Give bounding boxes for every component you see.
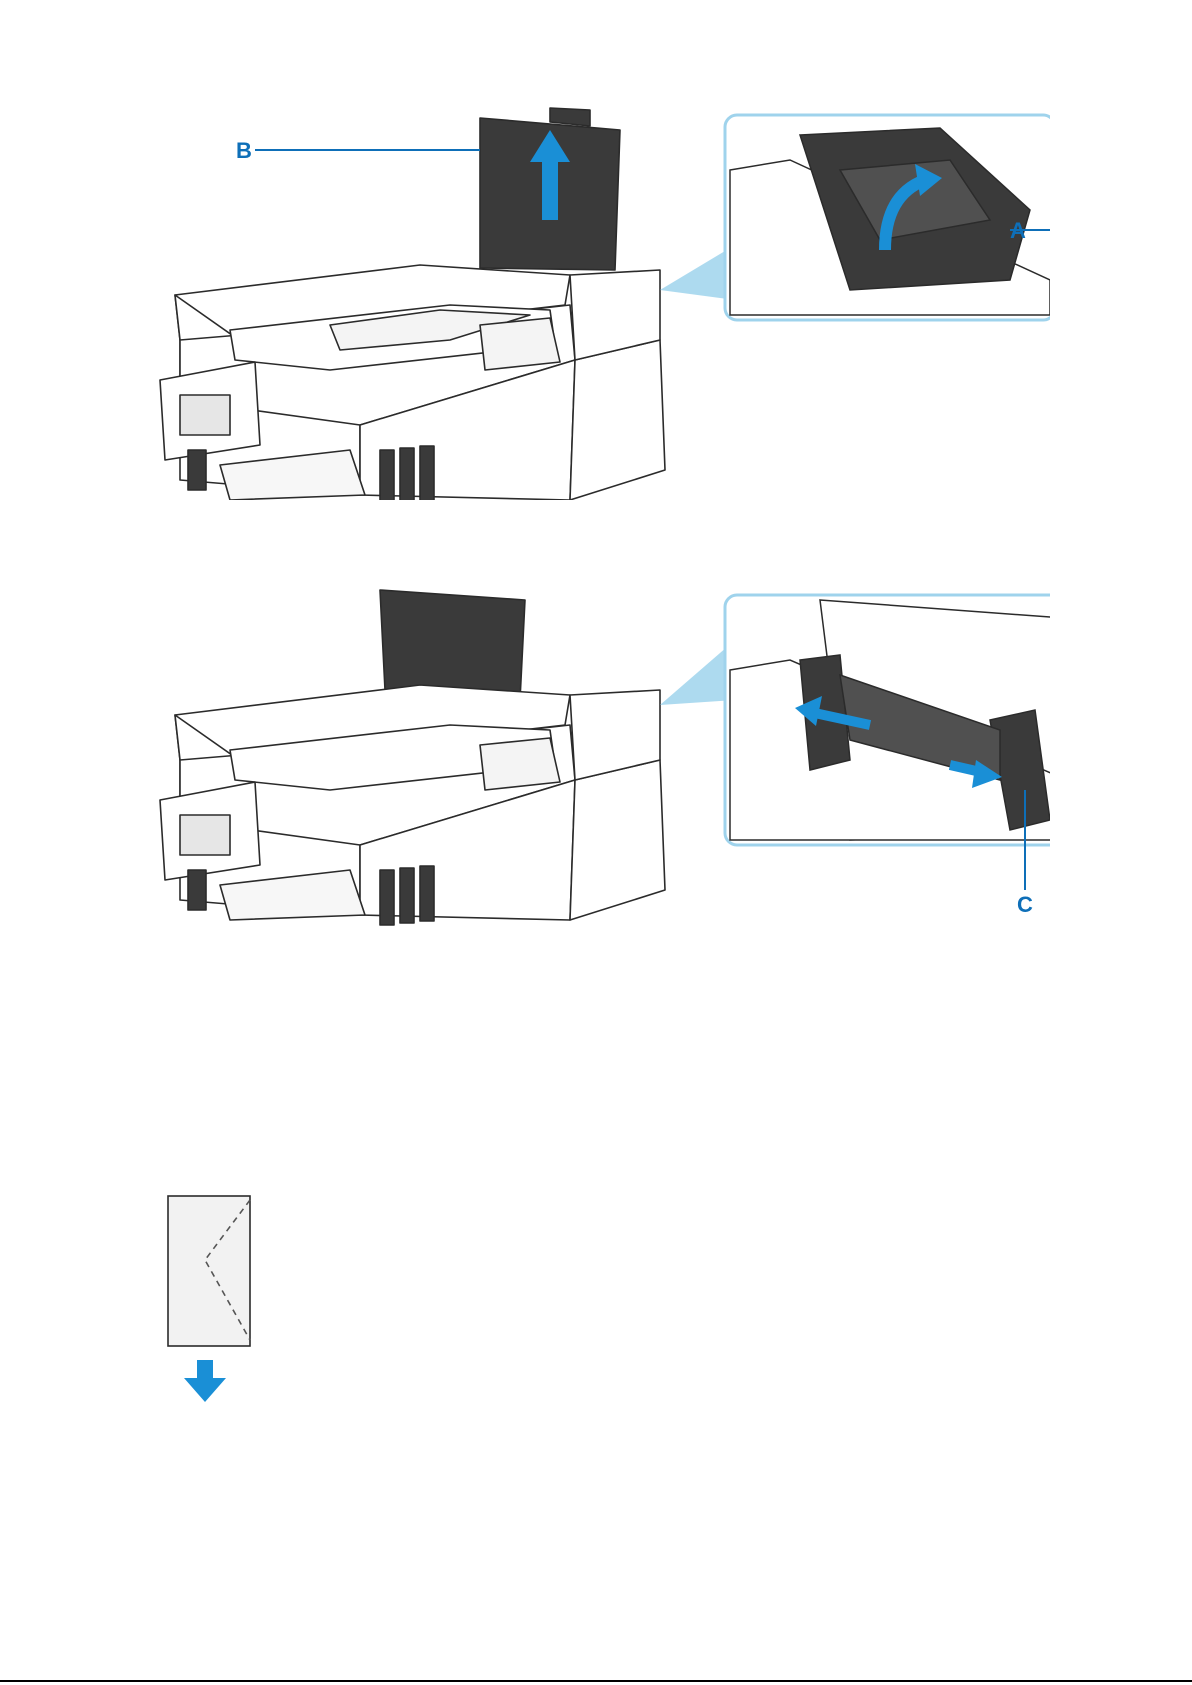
figure-slide-paper-guides [150,580,1050,1020]
page-bottom-rule [0,1680,1192,1682]
envelope-icon [168,1196,250,1346]
label-a: A [1010,220,1026,242]
printer-illustration-1 [150,100,1050,500]
label-c: C [1017,894,1033,916]
printer-illustration-2 [150,580,1050,1020]
figure-raise-paper-support [150,100,1050,500]
figure-envelope-orientation [160,1190,260,1410]
paper-support-open [380,590,525,700]
arrow-down-icon [184,1360,226,1402]
label-b: B [236,140,252,162]
